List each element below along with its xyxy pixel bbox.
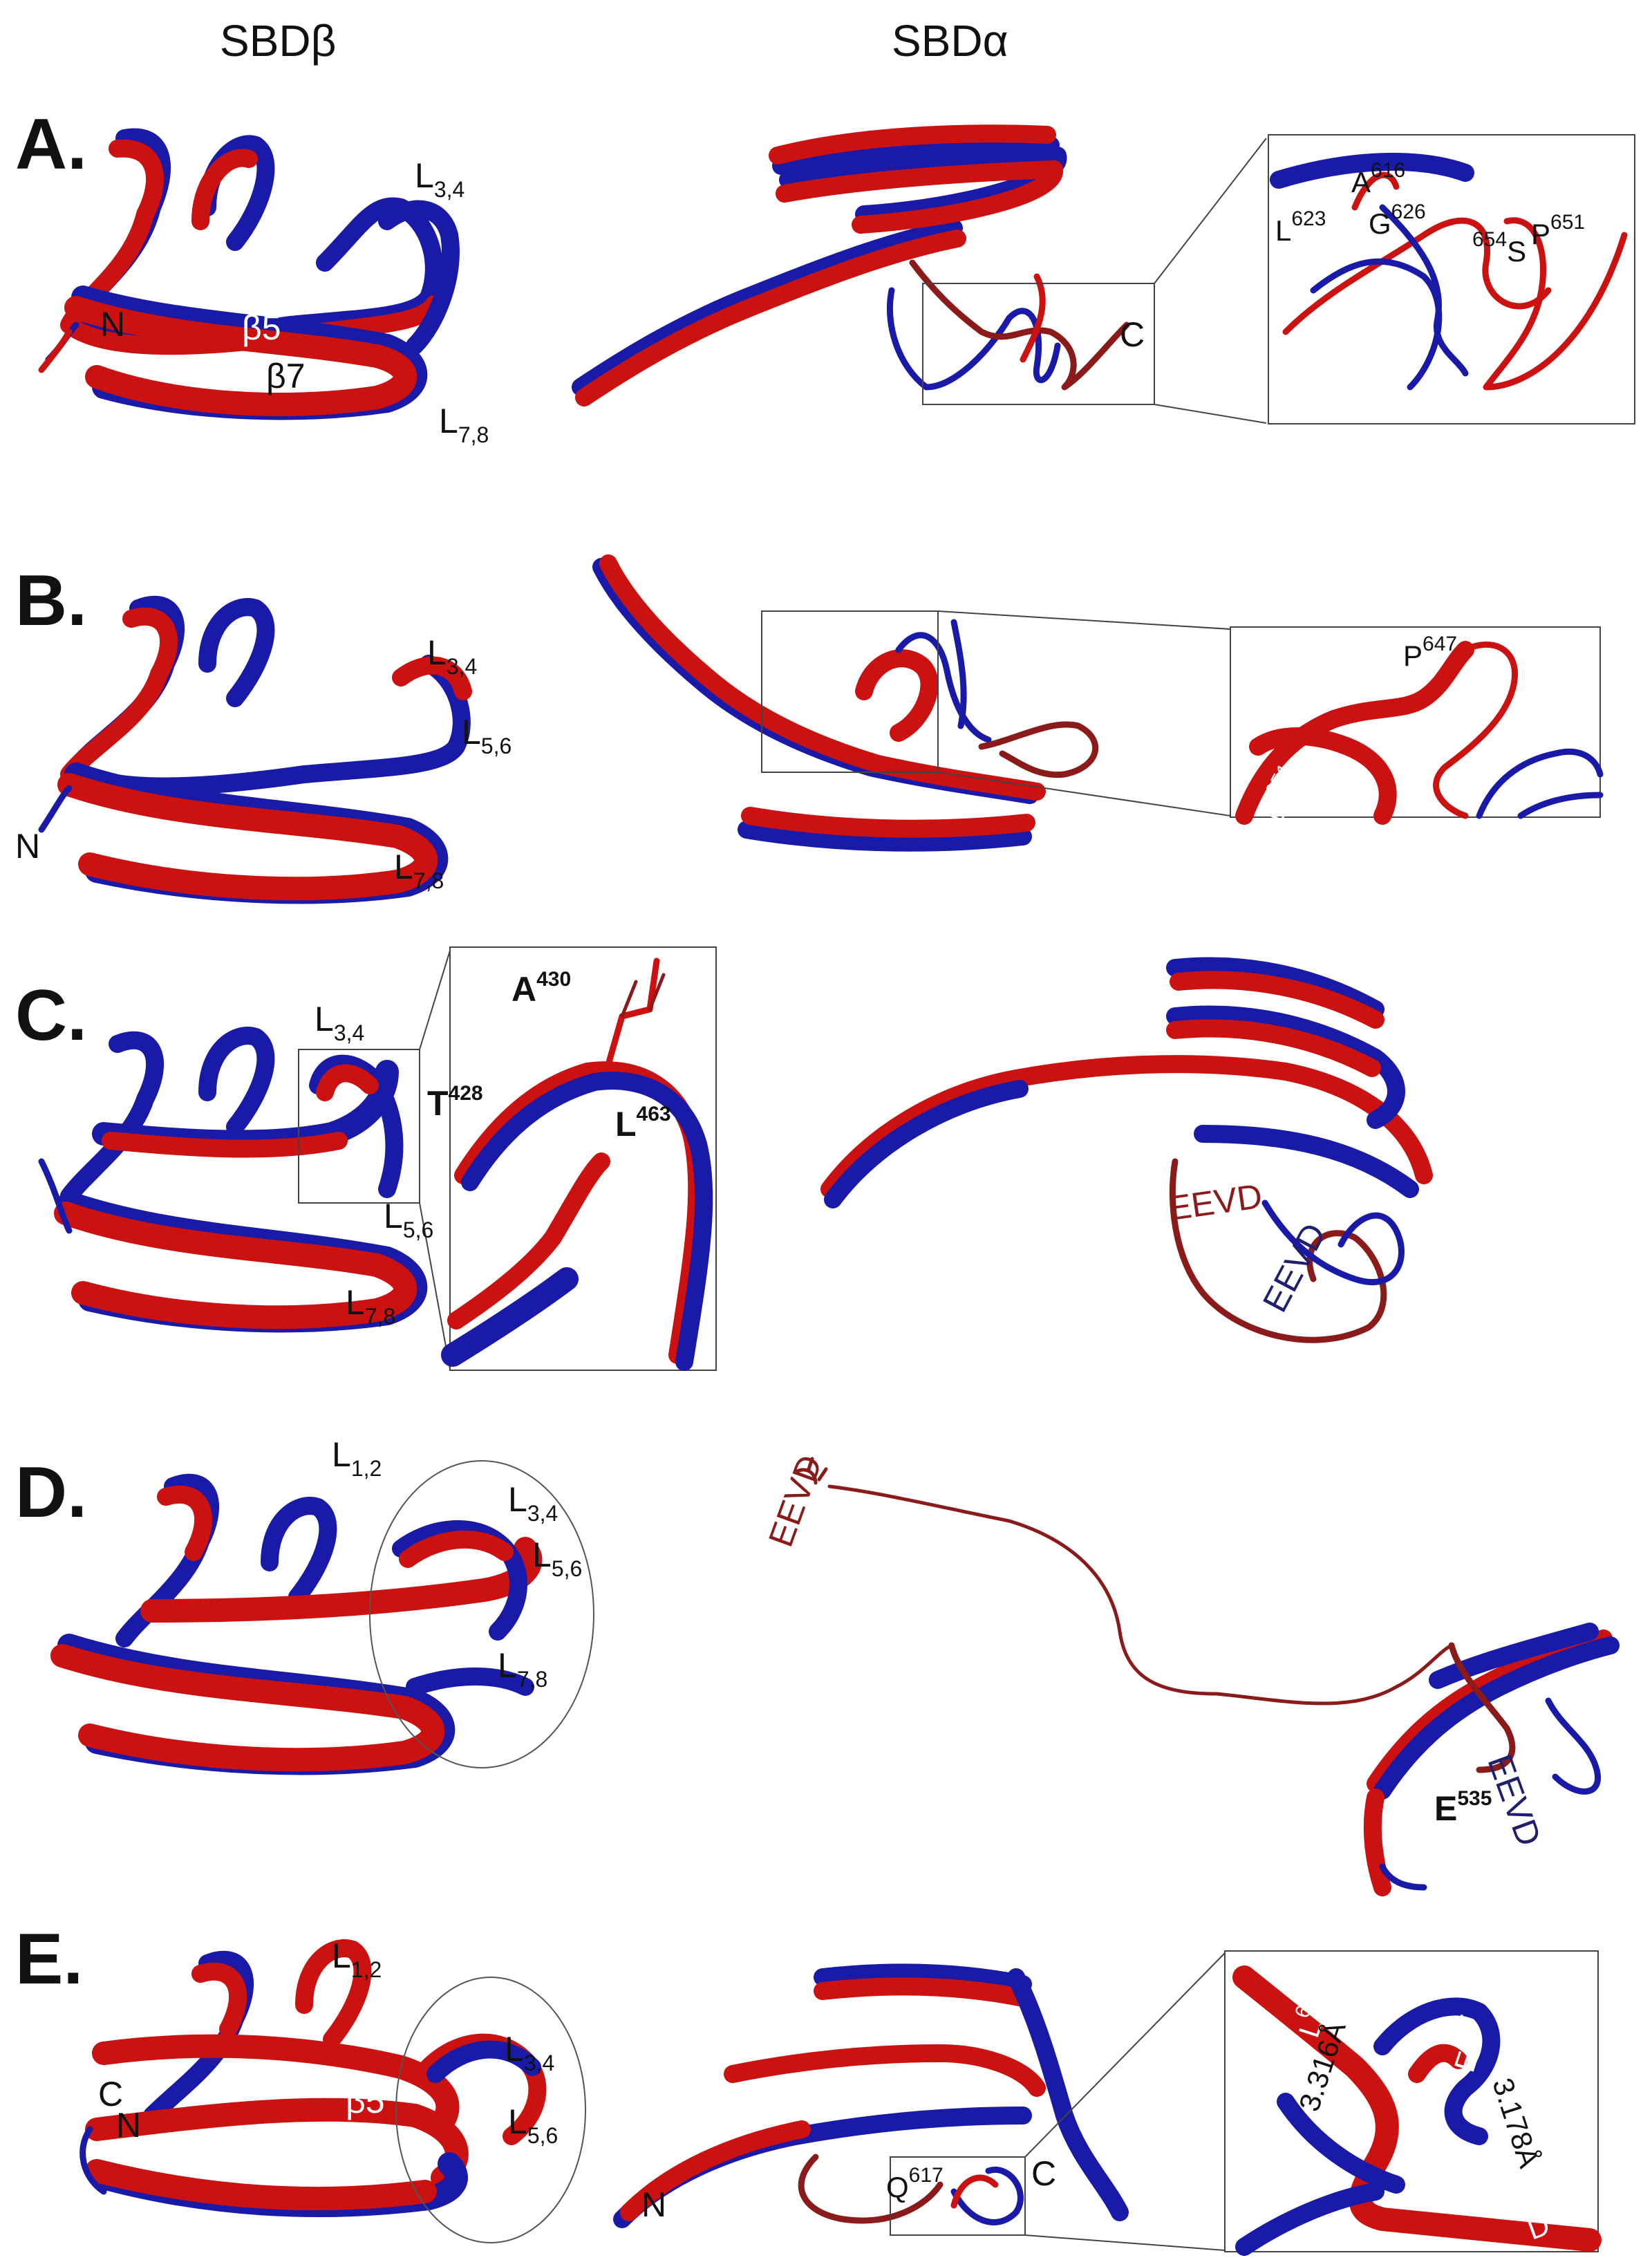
panel-c-inset-ribbons	[441, 958, 713, 1371]
panel-c-zoom-region	[298, 1049, 420, 1204]
panel-e-inset-ribbons	[1232, 1965, 1602, 2256]
panel-c-inset-a430: A430	[511, 968, 572, 1009]
panel-a-label-l78: L7,8	[439, 402, 489, 447]
panel-a-label-b7: β7	[266, 357, 306, 395]
panel-a-label-l34: L3,4	[415, 156, 465, 202]
panel-e-label-c-left: C	[98, 2075, 124, 2113]
panel-c-label-l56: L5,6	[384, 1197, 434, 1242]
panel-d-sbd-beta	[50, 1473, 543, 1775]
panel-e-label-b5: β5	[346, 2082, 385, 2120]
panel-letter-c: C.	[15, 975, 87, 1056]
panel-b-label-l78: L7,8	[394, 848, 444, 893]
panel-b-label-l56: L5,6	[462, 713, 512, 758]
panel-e-label-n-right: N	[641, 2185, 667, 2224]
panel-c-inset-frame	[449, 946, 717, 1371]
panel-e-label-n-left: N	[116, 2106, 142, 2145]
panel-d-label-e535: E535	[1434, 1787, 1492, 1828]
panel-a-inset-l623: L623	[1275, 207, 1326, 247]
panel-a-inset-p651: P651	[1531, 211, 1586, 250]
panel-c-sbd-beta	[38, 1027, 428, 1333]
panel-b-zoom-region	[761, 610, 939, 773]
panel-b-inset-frame	[1230, 626, 1601, 818]
panel-a-zoom-region	[922, 283, 1155, 405]
panel-letter-d: D.	[15, 1453, 87, 1533]
panel-a-inset-s654: 654S	[1472, 228, 1527, 268]
panel-e-label-c-right: C	[1031, 2154, 1057, 2193]
panel-a-inset-ribbons	[1270, 153, 1628, 391]
column-title-sbd-beta: SBDβ	[220, 16, 337, 66]
panel-d-label-l34: L3,4	[508, 1480, 559, 1526]
panel-a-inset-a616: A616	[1351, 159, 1406, 198]
panel-a-label-n: N	[100, 305, 126, 344]
panel-d-label-l56: L5,6	[532, 1535, 583, 1581]
panel-a-sbd-beta	[38, 128, 460, 420]
panel-e-label-b6: β6	[340, 2120, 379, 2158]
panel-c-label-l34: L3,4	[315, 1000, 365, 1045]
panel-letter-e: E.	[15, 1919, 84, 1999]
panel-c-sbd-alpha	[820, 957, 1433, 1343]
panel-d-label-l78: L7,8	[498, 1646, 548, 1692]
panel-e-label-l56: L5,6	[508, 2102, 559, 2148]
panel-a-label-b5: β5	[242, 308, 281, 347]
panel-c-inset-l463: L463	[615, 1103, 671, 1143]
panel-a-label-c: C	[1120, 315, 1145, 354]
column-title-sbd-alpha: SBDα	[892, 16, 1008, 66]
panel-e-label-l12: L1,2	[332, 1936, 382, 1982]
panel-d-loop-oval	[369, 1460, 594, 1768]
panel-e-sbd-alpha	[613, 1963, 1129, 2228]
panel-d-sbd-alpha	[793, 1457, 1620, 1896]
panel-a-inset-g626: G626	[1369, 200, 1426, 240]
panel-letter-a: A.	[15, 104, 87, 185]
panel-a-inset-frame	[1268, 134, 1635, 424]
panel-b-inset-p647: P647	[1403, 633, 1458, 672]
panel-b-label-n: N	[15, 827, 41, 866]
panel-b-inset-ribbons	[1235, 641, 1604, 825]
panel-c-label-l78: L7,8	[346, 1283, 396, 1329]
panel-c-inset-t428: T428	[427, 1082, 483, 1123]
panel-e-zoom-region	[890, 2156, 1026, 2236]
panel-b-sbd-beta	[38, 595, 472, 904]
panel-a-sbd-alpha	[572, 124, 1130, 407]
panel-e-inset-frame	[1224, 1950, 1599, 2252]
panel-e-label-q617: Q617	[886, 2164, 944, 2203]
panel-d-label-l12: L1,2	[332, 1435, 382, 1481]
panel-b-label-l34: L3,4	[427, 633, 478, 679]
panel-letter-b: B.	[15, 561, 87, 641]
panel-b-sbd-alpha	[592, 554, 1099, 852]
panel-e-label-l34: L3,4	[505, 2030, 555, 2075]
panel-e-loop-oval	[395, 1977, 586, 2243]
panel-e-sbd-beta	[79, 1939, 547, 2217]
